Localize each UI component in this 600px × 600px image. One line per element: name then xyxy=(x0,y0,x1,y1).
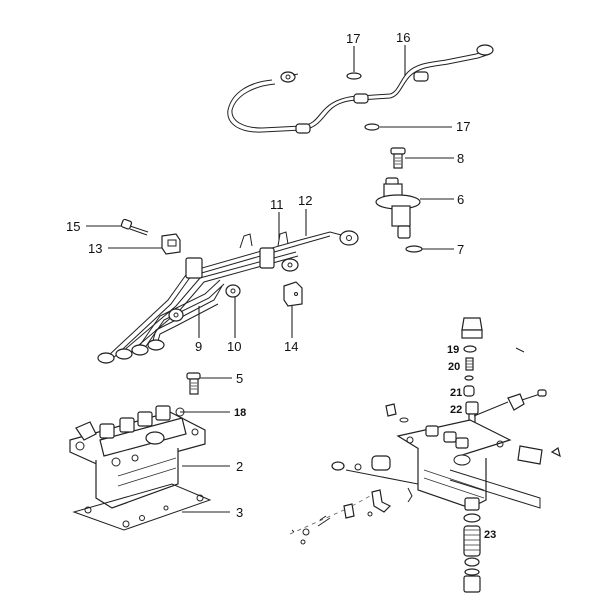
callout-21: 21 xyxy=(450,387,462,399)
callout-16: 16 xyxy=(396,30,410,45)
callout-22: 22 xyxy=(450,404,462,416)
callout-labels: 17 16 17 8 6 7 11 12 15 13 9 10 14 5 18 … xyxy=(66,30,496,541)
callout-12: 12 xyxy=(298,193,312,208)
callout-19: 19 xyxy=(447,344,459,356)
callout-6: 6 xyxy=(457,192,464,207)
bolt-15 xyxy=(120,218,149,236)
callout-5: 5 xyxy=(236,371,243,386)
callout-18: 18 xyxy=(234,407,246,419)
nozzle-gasket xyxy=(405,245,423,253)
pipe-clamp-13 xyxy=(161,233,181,255)
banjo-bolt xyxy=(390,147,406,169)
washer-17-top xyxy=(346,72,362,80)
callout-17-lower: 17 xyxy=(456,119,470,134)
pump-exploded-view xyxy=(289,317,561,593)
callout-20: 20 xyxy=(448,361,460,373)
callout-14: 14 xyxy=(284,339,298,354)
clamp-14 xyxy=(283,281,303,307)
pump-gasket xyxy=(72,483,212,531)
callout-10: 10 xyxy=(227,339,241,354)
injection-nozzle xyxy=(375,177,421,239)
injection-pipe-set xyxy=(97,230,359,364)
fuel-return-pipe xyxy=(227,44,494,134)
pipe-clamp-small xyxy=(225,284,241,298)
callout-8: 8 xyxy=(457,151,464,166)
callout-2: 2 xyxy=(236,459,243,474)
callout-11: 11 xyxy=(270,197,284,212)
callout-13: 13 xyxy=(88,241,102,256)
callout-9: 9 xyxy=(195,339,202,354)
callout-7: 7 xyxy=(457,242,464,257)
injection-pump xyxy=(69,405,206,509)
callout-23: 23 xyxy=(484,529,496,541)
bolt-5 xyxy=(186,372,201,395)
callout-3: 3 xyxy=(236,505,243,520)
callout-15: 15 xyxy=(66,219,80,234)
callout-17-top: 17 xyxy=(346,31,360,46)
washer-17-lower xyxy=(364,123,380,131)
leader-lines xyxy=(86,45,454,513)
